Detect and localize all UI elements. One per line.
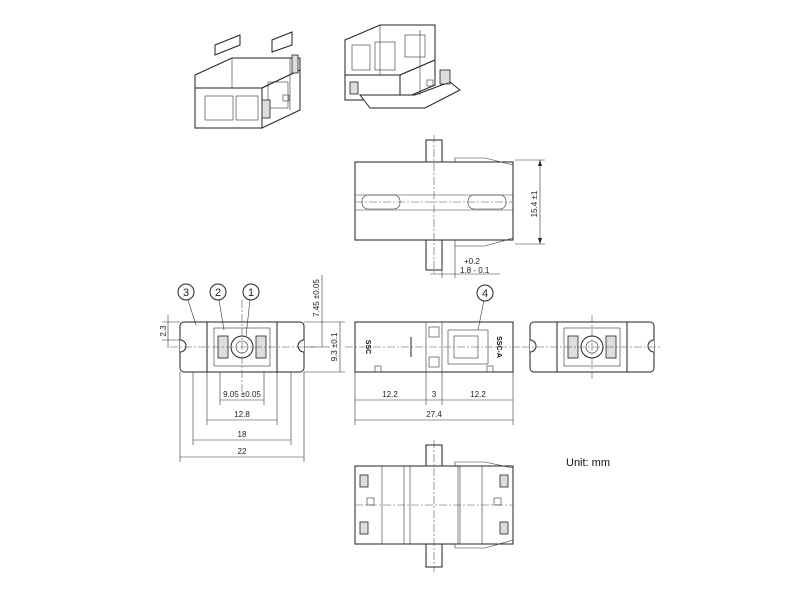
side-view	[354, 135, 545, 278]
callout-2-label: 2	[215, 287, 221, 299]
isometric-view-left	[194, 31, 301, 129]
marking-right: SSC-A	[495, 336, 502, 358]
dim-center-gap: 3	[432, 390, 437, 399]
callout-3	[177, 283, 195, 301]
dim-bore-spacing: 9.05 ±0.05	[223, 390, 261, 399]
callout-1-label: 1	[248, 287, 254, 299]
dim-body-width: 12.8	[234, 410, 250, 419]
callout-2	[209, 283, 227, 301]
callout-1	[242, 283, 260, 301]
isometric-view-right	[344, 24, 461, 109]
dim-flange-offset: 7.45 ±0.05	[312, 279, 321, 317]
bottom-view	[354, 440, 514, 572]
dim-half-left: 12.2	[382, 390, 398, 399]
top-view	[345, 284, 520, 425]
marking-left: SSC	[364, 340, 371, 354]
dim-tol-upper: +0.2	[464, 257, 480, 266]
back-view	[522, 315, 662, 380]
dim-height-side: 15.4 ±1	[530, 190, 539, 217]
dim-flange-inner: 18	[238, 430, 247, 439]
callout-4	[476, 284, 494, 302]
dim-tol-value: 1.8 - 0.1	[460, 266, 490, 275]
callout-4-label: 4	[482, 288, 488, 300]
dim-flange-width: 22	[238, 447, 247, 456]
front-view	[162, 275, 345, 462]
dim-half-right: 12.2	[470, 390, 486, 399]
dim-slot-depth: 2.3	[159, 325, 168, 337]
callout-3-label: 3	[183, 287, 189, 299]
unit-note: Unit: mm	[566, 457, 610, 469]
dim-total-length: 27.4	[426, 410, 442, 419]
dim-height-front: 9.3 ±0.1	[330, 332, 339, 361]
